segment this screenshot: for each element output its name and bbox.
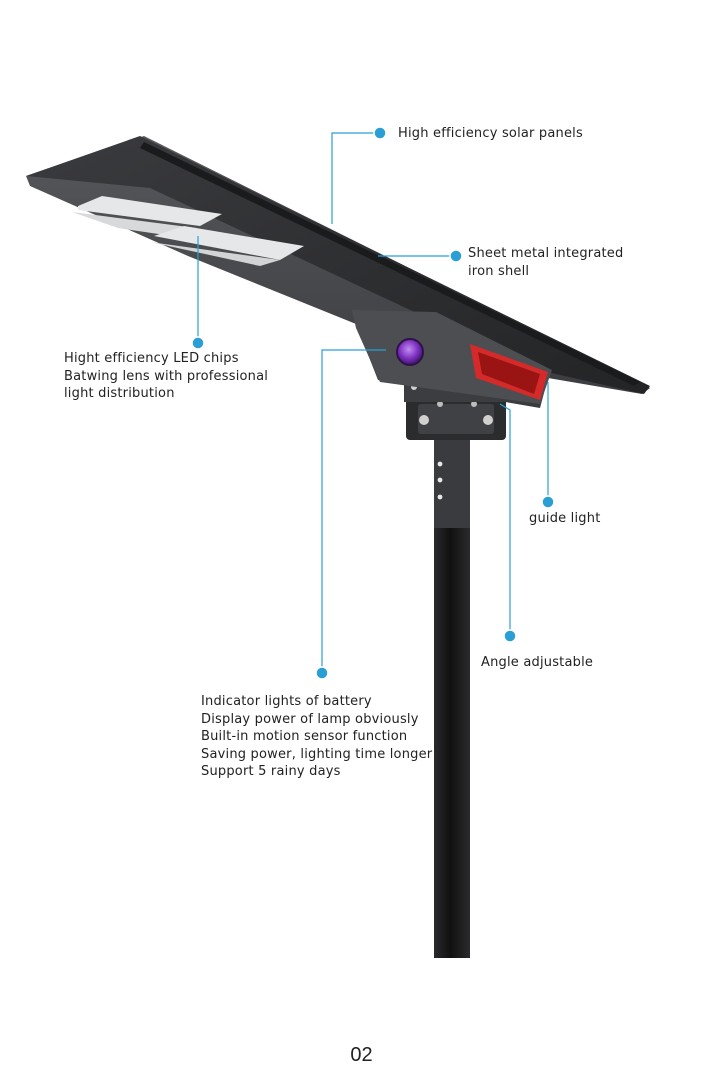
leader-lines: [197, 132, 549, 672]
callout-led-chips: Hight efficiency LED chips Batwing lens …: [64, 351, 269, 401]
pole-sleeve: [434, 440, 470, 528]
callout-guide-light: guide light: [529, 511, 601, 526]
page-number: 02: [350, 1044, 373, 1066]
solar-panel-top: [26, 136, 650, 394]
leader-dots: [191, 126, 555, 680]
callout-iron-shell: Sheet metal integrated iron shell: [468, 246, 624, 279]
callout-angle-adjustable: Angle adjustable: [481, 655, 594, 670]
callout-solar-panels: High efficiency solar panels: [398, 126, 583, 141]
led-panels: [72, 196, 304, 266]
callout-battery-indicator: Indicator lights of battery Display powe…: [201, 694, 433, 779]
battery-indicator: [396, 338, 424, 366]
